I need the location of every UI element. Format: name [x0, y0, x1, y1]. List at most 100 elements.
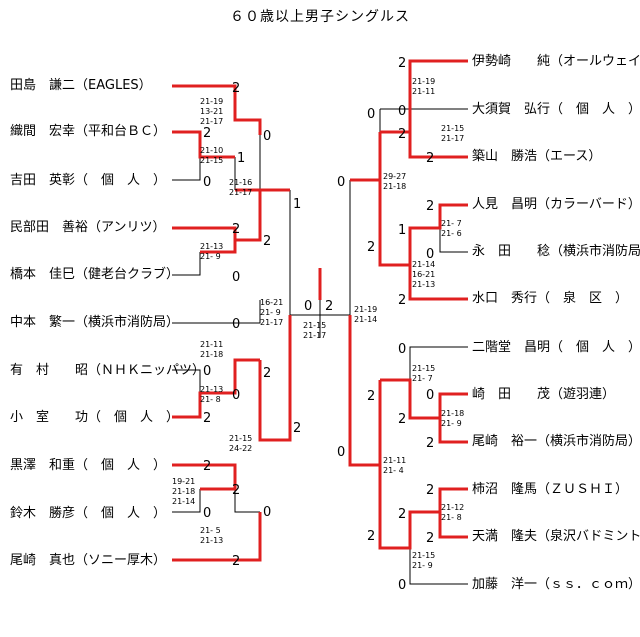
- score-text: 21-17: [260, 318, 283, 327]
- red-r4: [378, 180, 468, 267]
- left-player-8: 小 室 功（ 個 人 ）: [10, 410, 180, 425]
- score-text: 21- 5: [200, 526, 221, 535]
- score-text: 24-22: [229, 444, 252, 453]
- mark-text: 2: [426, 436, 434, 451]
- score-text: 21-19: [200, 97, 223, 106]
- red-r10: [378, 380, 468, 550]
- mark-text: 0: [263, 505, 271, 520]
- left-player-3: 吉田 英彰（ 個 人 ）: [10, 173, 167, 188]
- score-labels: 21-10 21-15 21-19 13-21 21-17 21-16 21-1…: [172, 77, 464, 570]
- mark-text: 2: [398, 293, 406, 308]
- left-player-2: 織間 宏幸（平和台ＢＣ）: [10, 124, 167, 139]
- mark-text: 2: [398, 507, 406, 522]
- mark-text: 2: [203, 126, 211, 141]
- score-text: 16-21: [260, 298, 283, 307]
- mark-text: 2: [426, 531, 434, 546]
- bracket-title: ６０歳以上男子シングルス: [230, 9, 410, 25]
- right-player-11: 天満 隆夫（泉沢バドミントン）: [472, 529, 640, 544]
- winner-lines: [172, 59, 468, 562]
- red-l9: [172, 463, 237, 491]
- score-text: 16-21: [412, 270, 435, 279]
- score-text: 21- 9: [441, 419, 462, 428]
- mark-text: 2: [398, 56, 406, 71]
- score-text: 21- 9: [412, 561, 433, 570]
- score-text: 21-14: [412, 260, 435, 269]
- mark-text: 2: [367, 529, 375, 544]
- line-l5: [172, 252, 201, 276]
- right-player-7: 二階堂 昌明（ 個 人 ）: [472, 340, 640, 355]
- mark-text: 2: [203, 411, 211, 426]
- match-marks: 2 2 0 1 0 1 2 0 2 0 0 2 0 2 2 2 2 0 0 2 …: [203, 56, 434, 593]
- score-text: 21-17: [229, 188, 252, 197]
- mark-text: 2: [232, 554, 240, 569]
- mark-text: 2: [426, 199, 434, 214]
- line-l6: [172, 300, 261, 324]
- red-r9: [438, 418, 468, 444]
- mark-text: 2: [325, 299, 333, 314]
- red-r-qf1: [350, 132, 382, 182]
- score-text: 21-17: [441, 134, 464, 143]
- score-text: 19-21: [172, 477, 195, 486]
- score-text: 21- 4: [383, 466, 404, 475]
- mark-text: 0: [398, 578, 406, 593]
- score-text: 21- 7: [412, 374, 433, 383]
- mark-text: 2: [398, 412, 406, 427]
- plain-lines: [172, 108, 468, 585]
- score-text: 21-18: [441, 409, 464, 418]
- red-r-sf2: [348, 315, 380, 467]
- mark-text: 0: [426, 247, 434, 262]
- mark-text: 0: [232, 317, 240, 332]
- score-text: 21-15: [229, 434, 252, 443]
- score-text: 21-19: [412, 77, 435, 86]
- mark-text: 0: [337, 445, 345, 460]
- score-text: 21- 8: [200, 395, 221, 404]
- red-r3: [408, 132, 468, 159]
- red-l-sf2: [258, 315, 292, 442]
- score-text: 21-16: [229, 178, 252, 187]
- score-text: 21- 6: [441, 229, 462, 238]
- mark-text: 0: [232, 270, 240, 285]
- mark-text: 2: [263, 234, 271, 249]
- line-r12: [409, 548, 468, 585]
- score-text: 21-15: [441, 124, 464, 133]
- score-text: 21-11: [412, 87, 435, 96]
- mark-text: 0: [203, 364, 211, 379]
- line-l10: [172, 489, 201, 513]
- left-player-7: 有 村 昭（ＮＨＫニッパツ）: [10, 363, 206, 378]
- mark-text: 2: [367, 389, 375, 404]
- left-player-5: 橋本 佳巳（健老台クラブ）: [10, 267, 180, 282]
- score-text: 21-17: [303, 331, 326, 340]
- right-player-3: 築山 勝浩（エース）: [472, 149, 602, 164]
- mark-text: 2: [426, 151, 434, 166]
- red-r6: [408, 265, 468, 301]
- mark-text: 0: [398, 342, 406, 357]
- score-text: 21-13: [200, 536, 223, 545]
- left-player-11: 尾崎 真也（ソニー厚木）: [10, 553, 167, 568]
- line-l7: [172, 369, 201, 393]
- mark-text: 2: [232, 222, 240, 237]
- score-text: 21-13: [200, 385, 223, 394]
- score-text: 21-10: [200, 146, 223, 155]
- score-text: 21-18: [383, 182, 406, 191]
- red-l11: [172, 512, 262, 562]
- score-text: 29-27: [383, 172, 406, 181]
- score-text: 21- 7: [441, 219, 462, 228]
- red-l8: [172, 358, 260, 419]
- line-r7: [409, 346, 468, 380]
- mark-text: 0: [367, 107, 375, 122]
- mark-text: 2: [232, 483, 240, 498]
- right-player-2: 大須賀 弘行（ 個 人 ）: [472, 102, 640, 117]
- line-l-mid2: [234, 489, 260, 513]
- mark-text: 2: [426, 483, 434, 498]
- score-text: 21- 9: [260, 308, 281, 317]
- mark-text: 0: [426, 388, 434, 403]
- left-player-1: 田島 謙二（EAGLES）: [10, 78, 152, 93]
- score-text: 21-12: [441, 503, 464, 512]
- right-player-10: 柿沼 隆馬（ＺＵＳＨＩ）: [472, 482, 629, 497]
- score-text: 21- 9: [200, 252, 221, 261]
- mark-text: 2: [232, 81, 240, 96]
- left-player-4: 民部田 善裕（アンリツ）: [10, 220, 166, 235]
- mark-text: 2: [293, 421, 301, 436]
